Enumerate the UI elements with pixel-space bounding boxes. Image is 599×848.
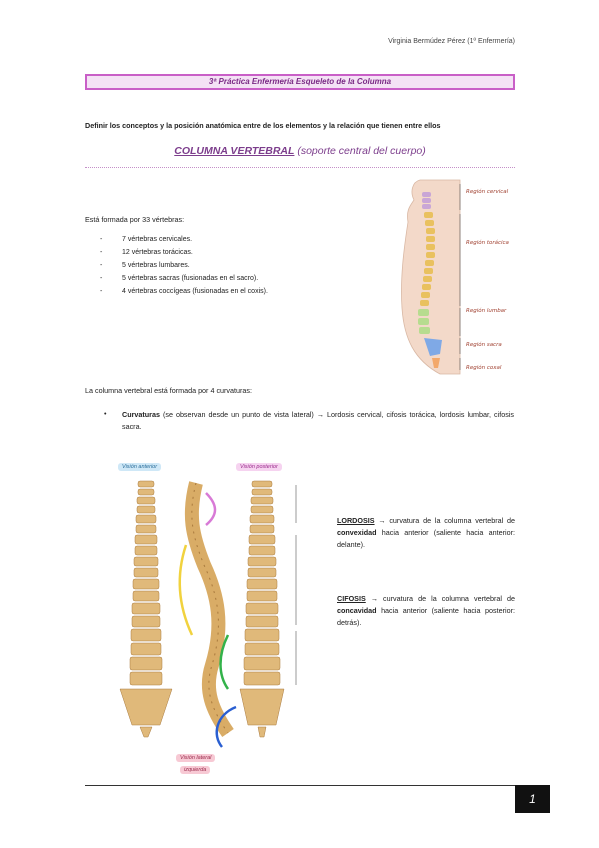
page-number: 1 (515, 785, 550, 813)
view-posterior-label: Visión posterior (236, 463, 282, 471)
list-item: -12 vértebras torácicas. (100, 249, 193, 256)
page-title-banner: 3ª Práctica Enfermería Esqueleto de la C… (85, 74, 515, 90)
bullet-dot: • (104, 409, 107, 418)
list-item: -4 vértebras coccígeas (fusionadas en el… (100, 288, 268, 295)
list-item: -7 vértebras cervicales. (100, 236, 193, 243)
heading-main: COLUMNA VERTEBRAL (174, 145, 295, 157)
footer-divider (85, 785, 515, 786)
intro-text: Definir los conceptos y la posición anat… (85, 121, 441, 130)
anterior-spine (119, 480, 173, 738)
heading-sub: (soporte central del cuerpo) (294, 145, 426, 157)
lordosis-definition: LORDOSIS → curvatura de la columna verte… (337, 516, 515, 549)
list-item: -5 vértebras sacras (fusionadas en el sa… (100, 275, 259, 282)
section-heading: COLUMNA VERTEBRAL (soporte central del c… (85, 145, 515, 157)
cifosis-definition: CIFOSIS → curvatura de la columna verteb… (337, 594, 515, 627)
region-label: Región sacra (466, 342, 502, 348)
lateral-spine (184, 481, 234, 737)
region-label: Región lumbar (466, 308, 507, 314)
view-lateral-side-label: izquierda (180, 766, 211, 774)
posterior-spine (239, 480, 285, 738)
author-header: Virginia Bermúdez Pérez (1º Enfermería) (388, 38, 515, 45)
list-item: -5 vértebras lumbares. (100, 262, 190, 269)
region-label: Región cervical (466, 189, 509, 195)
curvatures-lead: La columna vertebral está formada por 4 … (85, 386, 252, 395)
spine-regions-figure (401, 179, 461, 375)
view-anterior-label: Visión anterior (118, 463, 162, 471)
region-label: Región coxal (466, 365, 502, 371)
curvatures-bullet: Curvaturas (se observan desde un punto d… (122, 410, 514, 431)
region-label: Región torácica (466, 240, 509, 246)
spine-views-figure (119, 480, 297, 748)
vertebra-list: -7 vértebras cervicales. -12 vértebras t… (100, 236, 268, 301)
composition-lead: Está formada por 33 vértebras: (85, 215, 185, 224)
dotted-divider (85, 167, 515, 168)
view-lateral-label: Visión lateral (176, 754, 216, 762)
